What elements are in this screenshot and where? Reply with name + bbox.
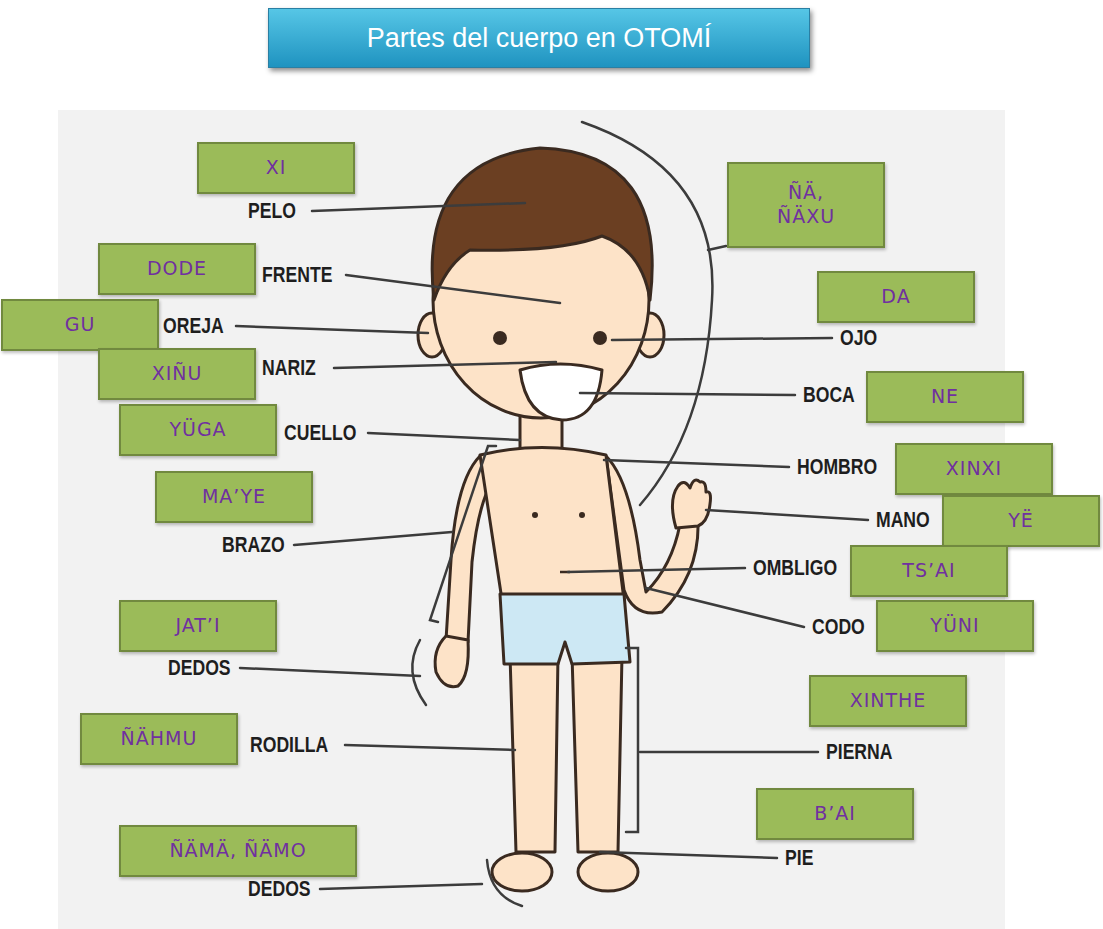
term-box: JAT’I [119,600,277,652]
leader-line [240,668,420,676]
leader-line [646,588,804,627]
nipple [579,512,585,518]
otomi-word: YË [1008,509,1034,533]
leader-line [320,884,482,889]
otomi-word: XI [266,156,287,180]
part-label: BRAZO [222,533,285,557]
term-box: NE [866,371,1024,423]
leader-line [580,393,795,395]
term-box: YË [942,495,1100,547]
term-box: DODE [98,243,256,295]
otomi-word: XINXI [946,457,1002,481]
term-box: XI [197,142,355,194]
otomi-word: ÑÄHMU [121,727,198,751]
torso [480,448,624,601]
otomi-word: YÜGA [169,418,226,442]
leader-line [708,246,726,250]
leader-line [312,203,525,211]
otomi-word: DODE [147,257,207,281]
head-arc [582,122,712,505]
leader-line [600,852,777,858]
leader-line [345,745,515,750]
leader-line [640,751,818,754]
part-label: HOMBRO [797,455,877,479]
term-box: MA’YE [155,471,313,523]
part-label: PIERNA [826,740,893,764]
face-details [493,331,607,518]
term-box: XIÑU [98,348,256,400]
right-eye [593,331,607,345]
arm-bracket [430,446,496,622]
term-box: XINTHE [809,675,967,727]
otomi-word: DA [881,285,910,309]
foot-arc [487,860,522,906]
term-box: TS’AI [850,545,1008,597]
leader-line [568,568,745,572]
right-leg [572,655,622,852]
leader-line [368,433,520,440]
left-foot [492,853,552,891]
boy-figure [418,148,711,891]
shorts [500,594,630,664]
part-label: CUELLO [284,421,356,445]
leader-line [236,326,428,333]
part-label: OREJA [163,314,224,338]
part-label: NARIZ [262,356,316,380]
term-box: ÑÄ, ÑÄXU [727,162,885,248]
otomi-word: NE [931,385,959,409]
leader-line [612,338,832,340]
term-box: ÑÄHMU [80,713,238,765]
picture-ground [58,110,1005,929]
left-leg [510,655,558,852]
term-box: XINXI [895,443,1053,495]
part-label: PIE [785,846,813,870]
part-label: OMBLIGO [753,556,837,580]
otomi-word: XIÑU [152,362,203,386]
term-box: YÜNI [876,600,1034,652]
otomi-word: ÑÄMÄ, ÑÄMO [169,839,306,863]
part-label: BOCA [803,383,855,407]
otomi-word: GU [65,313,96,337]
part-label: FRENTE [262,263,332,287]
otomi-word: ÑÄ, ÑÄXU [771,181,841,229]
leader-line [604,460,789,467]
title-text: Partes del cuerpo en OTOMÍ [367,23,712,54]
right-foot [578,853,638,891]
left-hand [435,636,468,687]
nipple [532,512,538,518]
part-label: DEDOS [248,877,311,901]
part-label: CODO [812,615,865,639]
term-box: DA [817,271,975,323]
leader-line [706,510,868,520]
hand-arc [412,640,426,705]
part-label: PELO [248,199,296,223]
part-label: DEDOS [168,656,231,680]
otomi-word: JAT’I [175,614,220,638]
right-hand [672,480,710,528]
term-box: B’AI [756,788,914,840]
otomi-word: TS’AI [902,559,955,583]
term-box: ÑÄMÄ, ÑÄMO [119,825,357,877]
leader-line [334,362,556,368]
left-eye [493,331,507,345]
leg-bracket [626,648,638,832]
otomi-word: B’AI [814,802,856,826]
leader-line [346,275,560,303]
otomi-word: YÜNI [930,614,979,638]
otomi-word: XINTHE [850,689,927,713]
leader-line [294,532,452,545]
otomi-word: MA’YE [202,485,266,509]
part-label: RODILLA [250,733,328,757]
term-box: YÜGA [119,404,277,456]
hair [432,148,652,300]
term-box: GU [1,299,159,351]
part-label: OJO [840,326,877,350]
title-banner: Partes del cuerpo en OTOMÍ [268,8,810,68]
part-label: MANO [876,508,930,532]
